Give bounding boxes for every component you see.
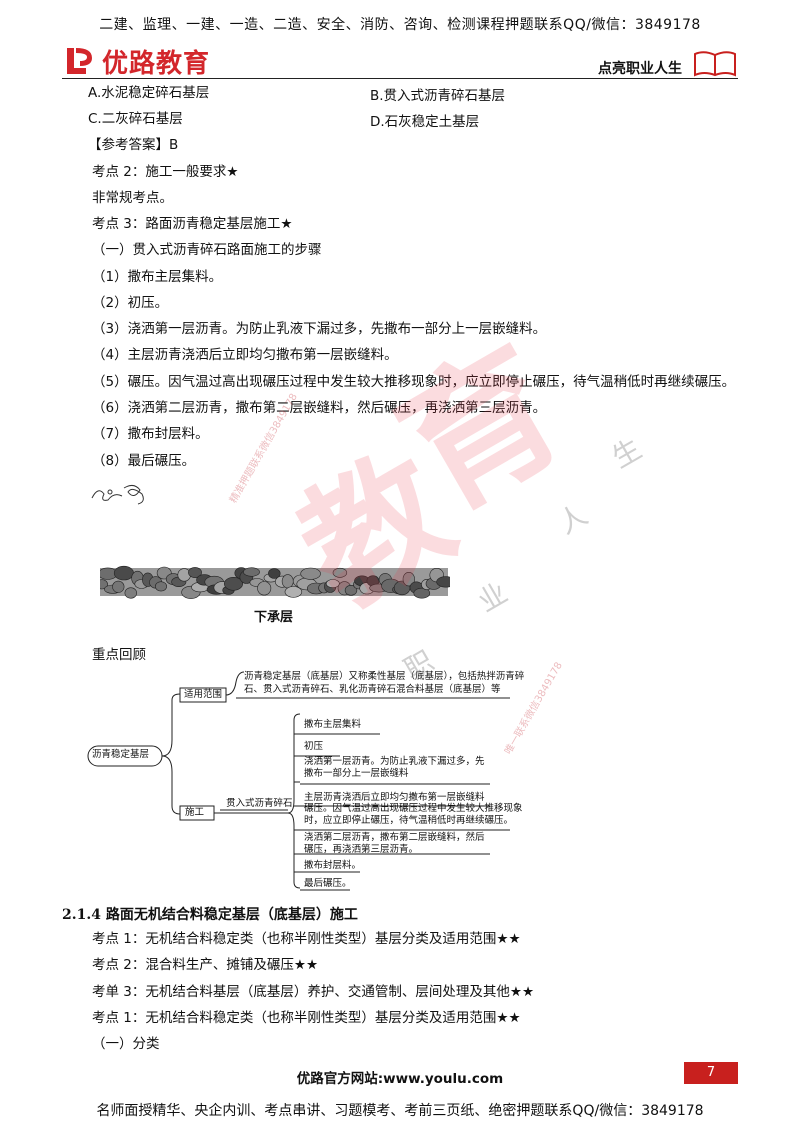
kp2-heading: 考点 2：施工一般要求★ <box>92 164 239 180</box>
logo-text: 优路教育 <box>102 48 211 79</box>
step-item: （6）浇洒第二层沥青，撒布第二层嵌缝料，然后碾压，再浇洒第三层沥青。 <box>92 400 547 416</box>
option-c: C.二灰碎石基层 <box>88 111 183 127</box>
mindmap-branch-scope: 适用范围 <box>184 689 223 700</box>
aggregate-stone <box>188 567 202 578</box>
step-item: （7）撒布封层料。 <box>92 426 209 442</box>
aggregate-stone <box>325 579 340 588</box>
step-item: （3）浇洒第一层沥青。为防止乳液下漏过多，先撒布一部分上一层嵌缝料。 <box>92 321 547 337</box>
mindmap-leaf: 主层沥青浇洒后立即均匀撒布第一层嵌缝料 <box>304 792 485 803</box>
aggregate-stone <box>281 574 294 589</box>
subsection-1: （一）贯入式沥青碎石路面施工的步骤 <box>92 242 322 258</box>
kp-item: 考点 2：混合料生产、摊铺及碾压★★ <box>92 957 319 973</box>
top-banner: 二建、监理、一建、一造、二造、安全、消防、咨询、检测课程押题联系QQ/微信：38… <box>99 17 701 33</box>
step-item: （2）初压。 <box>92 295 169 311</box>
mindmap-root: 沥青稳定基层 <box>92 749 150 760</box>
header-divider <box>62 78 738 79</box>
watermark-char: 生 <box>606 432 648 475</box>
sketch-doodle <box>91 484 144 505</box>
mindmap-leaf: 碾压。因气温过高出现碾压过程中发生较大推移现象 <box>304 803 523 814</box>
aggregate-stone <box>112 580 125 593</box>
aggregate-stone <box>344 584 358 596</box>
kp-item: 考点 1：无机结合料稳定类（也称半刚性类型）基层分类及适用范围★★ <box>92 931 521 947</box>
aggregate-stone <box>332 567 348 578</box>
answer: 【参考答案】B <box>88 137 179 153</box>
aggregate-stone <box>124 587 137 599</box>
aggregate-layer-figure <box>100 565 450 599</box>
section-title: 2.1.4 路面无机结合料稳定基层（底基层）施工 <box>62 907 358 923</box>
mindmap-branch-construction: 施工 <box>185 807 205 818</box>
mindmap-leaf: 最后碾压。 <box>304 878 352 889</box>
aggregate-stone <box>224 576 244 591</box>
youlu-logo-icon <box>67 48 92 74</box>
aggregate-stone <box>243 567 260 577</box>
kp3-heading: 考点 3：路面沥青稳定基层施工★ <box>92 216 293 232</box>
kp-item: （一）分类 <box>92 1036 160 1052</box>
mindmap-leaf: 浇洒第一层沥青。为防止乳液下漏过多，先 <box>304 756 485 767</box>
kp-item: 考点 1：无机结合料稳定类（也称半刚性类型）基层分类及适用范围★★ <box>92 1010 521 1026</box>
mindmap-leaf: 撒布一部分上一层嵌缝料 <box>304 768 409 779</box>
slogan: 点亮职业人生 <box>598 61 682 77</box>
page-number: 7 <box>684 1062 738 1084</box>
figure-caption: 下承层 <box>254 610 294 625</box>
mindmap-scope-text: 石、贯入式沥青碎石、乳化沥青碎石混合料基层（底基层）等 <box>244 684 501 695</box>
mindmap-sub-branch: 贯入式沥青碎石 <box>226 798 293 809</box>
option-a: A.水泥稳定碎石基层 <box>88 85 210 101</box>
aggregate-stone <box>300 567 321 580</box>
review-title: 重点回顾 <box>92 647 146 663</box>
kp2-note: 非常规考点。 <box>92 190 173 206</box>
open-book-icon <box>694 51 736 77</box>
step-item: （4）主层沥青浇洒后立即均匀撒布第一层嵌缝料。 <box>92 347 398 363</box>
brand-logo: 优路教育 <box>62 44 211 79</box>
mindmap-leaf: 撒布封层料。 <box>304 860 362 871</box>
mindmap-leaf: 初压 <box>304 741 324 752</box>
aggregate-stone <box>284 586 303 598</box>
watermark-char: 业 <box>472 576 514 619</box>
step-item: （1）撒布主层集料。 <box>92 269 223 285</box>
bottom-banner: 名师面授精华、央企内训、考点串讲、习题模考、考前三页纸、绝密押题联系QQ/微信：… <box>96 1103 704 1119</box>
aggregate-stone <box>154 581 167 592</box>
option-b: B.贯入式沥青碎石基层 <box>370 88 506 104</box>
mindmap-scope-text: 沥青稳定基层（底基层）又称柔性基层（底基层），包括热拌沥青碎 <box>244 671 525 682</box>
aggregate-stone <box>257 581 272 596</box>
mindmap-leaf: 浇洒第二层沥青，撒布第二层嵌缝料，然后 <box>304 832 485 843</box>
footer-website: 优路官方网站:www.youlu.com <box>296 1071 504 1087</box>
kp-item: 考单 3：无机结合料基层（底基层）养护、交通管制、层间处理及其他★★ <box>92 984 535 1000</box>
watermark-char: 人 <box>552 498 594 541</box>
option-d: D.石灰稳定土基层 <box>370 114 480 130</box>
step-item: （8）最后碾压。 <box>92 453 196 469</box>
aggregate-stone <box>402 572 415 587</box>
aggregate-stone <box>413 587 431 599</box>
mindmap-leaf: 碾压，再浇洒第三层沥青。 <box>304 844 419 855</box>
aggregate-stone <box>268 568 281 579</box>
aggregate-stone <box>436 576 450 588</box>
aggregate-stone <box>113 565 134 581</box>
mindmap-leaf: 时，应立即停止碾压，待气温稍低时再继续碾压。 <box>304 815 514 826</box>
mindmap-lines <box>87 671 510 891</box>
step-item: （5）碾压。因气温过高出现碾压过程中发生较大推移现象时，应立即停止碾压，待气温稍… <box>92 374 736 390</box>
mindmap-leaf: 撒布主层集料 <box>304 719 362 730</box>
